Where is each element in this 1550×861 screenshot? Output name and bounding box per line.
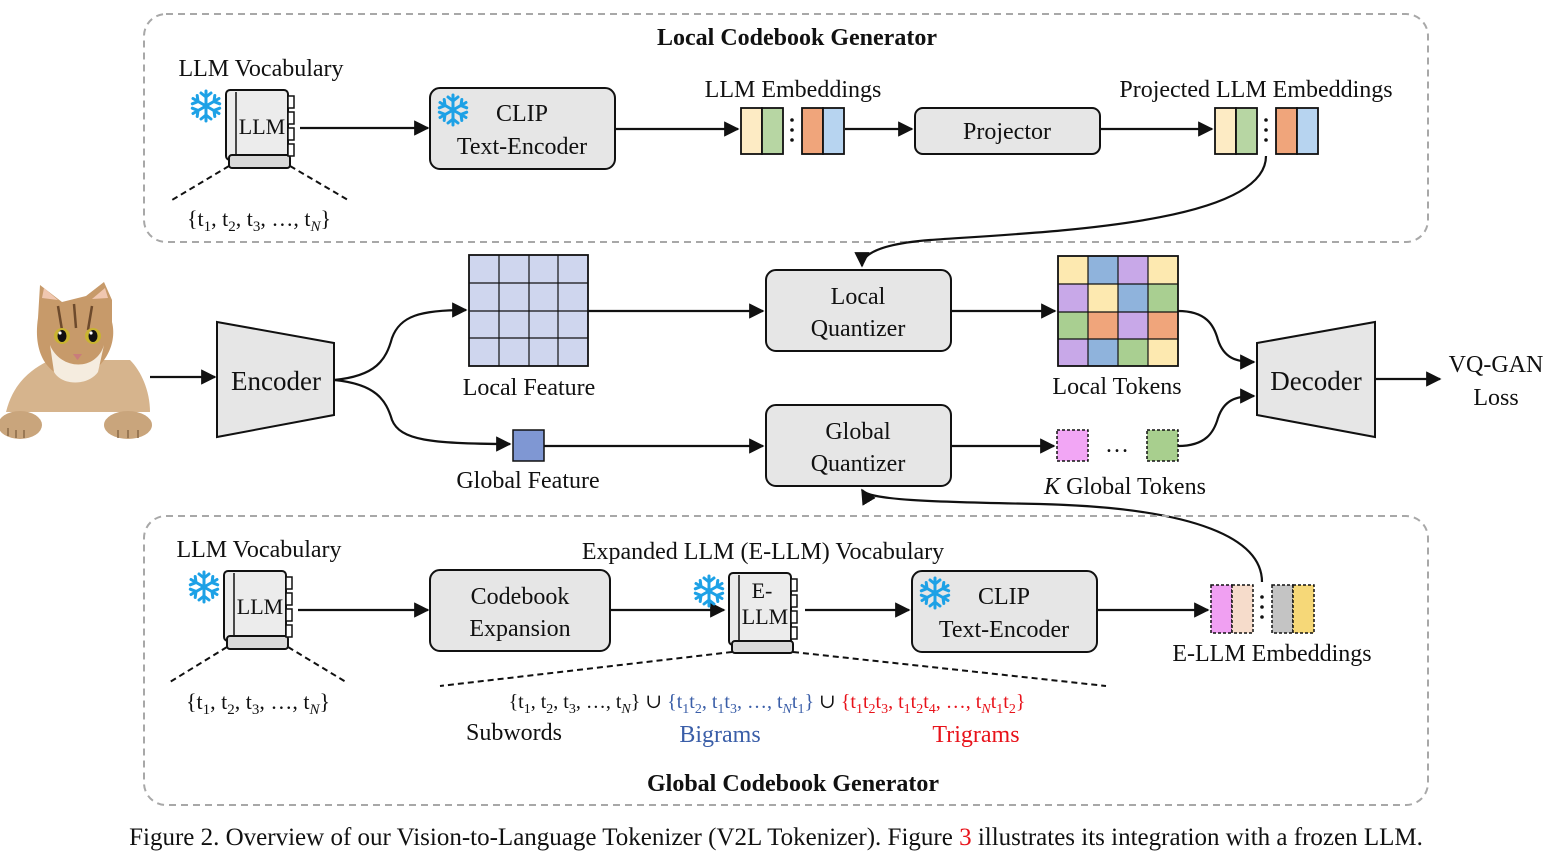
global-quantizer-line2: Quantizer (811, 451, 906, 477)
e-llm-line1: E- (752, 578, 773, 603)
local-token-set: {t1, t2, t3, …, tN} (187, 206, 331, 235)
local-feature-grid (468, 254, 589, 367)
llm-embeddings-label: LLM Embeddings (705, 77, 882, 103)
book-label: LLM (239, 114, 285, 139)
loss-line2: Loss (1473, 385, 1518, 411)
global-clip-line2: Text-Encoder (939, 617, 1069, 643)
global-tokens-ellipsis: … (1105, 432, 1129, 458)
ngram-sets: {t1, t2, t3, …, tN} ∪ {t1t2, t1t3, …, tN… (509, 691, 1026, 717)
local-clip-line1: CLIP (496, 101, 548, 127)
snowflake-icon (188, 570, 220, 604)
local-tokens-grid (1057, 255, 1179, 367)
e-llm-embeddings-label: E-LLM Embeddings (1172, 641, 1371, 667)
global-token-last (1146, 429, 1179, 462)
projector-label: Projector (963, 119, 1051, 145)
book-icon (225, 89, 295, 169)
snowflake-icon (693, 574, 725, 608)
global-token-first (1056, 429, 1089, 462)
global-clip-line1: CLIP (978, 584, 1030, 610)
global-generator-title: Global Codebook Generator (647, 771, 939, 797)
local-generator-title: Local Codebook Generator (657, 25, 937, 51)
projected-embeddings (1214, 107, 1319, 155)
snowflake-icon (190, 89, 222, 123)
local-clip-line2: Text-Encoder (457, 134, 587, 160)
global-token-set: {t1, t2, t3, …, tN} (186, 689, 330, 718)
llm-embeddings (740, 107, 845, 155)
global-clip-encoder (911, 570, 1098, 653)
bigrams-label: Bigrams (679, 722, 760, 748)
expansion-line2: Expansion (469, 616, 570, 642)
figure-caption: Figure 2. Overview of our Vision-to-Lang… (129, 824, 1423, 851)
loss-line1: VQ-GAN (1449, 352, 1544, 378)
e-llm-line2: LLM (742, 604, 788, 629)
global-generator-frame (143, 515, 1429, 806)
figure-ref-link: 3 (959, 824, 972, 851)
local-vocab-label: LLM Vocabulary (178, 56, 343, 82)
projector-box (914, 107, 1101, 155)
e-llm-book-icon (728, 572, 798, 654)
global-feature (512, 429, 545, 462)
local-generator-frame (143, 13, 1429, 243)
cat-image (0, 282, 152, 439)
decoder-label: Decoder (1270, 366, 1361, 396)
book-icon (223, 570, 293, 650)
e-llm-embeddings (1210, 584, 1315, 634)
global-feature-label: Global Feature (456, 468, 599, 494)
encoder-block (216, 320, 335, 439)
global-vocab-label: LLM Vocabulary (176, 537, 341, 563)
expansion-line1: Codebook (471, 584, 570, 610)
global-tokens-label: K Global Tokens (1043, 474, 1206, 500)
subwords-label: Subwords (466, 720, 562, 746)
local-quantizer-line1: Local (831, 284, 886, 310)
local-quantizer-line2: Quantizer (811, 316, 906, 342)
expanded-vocab-label: Expanded LLM (E-LLM) Vocabulary (582, 539, 944, 565)
encoder-label: Encoder (231, 366, 321, 396)
projected-embeddings-label: Projected LLM Embeddings (1119, 77, 1392, 103)
local-feature-label: Local Feature (463, 375, 596, 401)
trigrams-label: Trigrams (932, 722, 1019, 748)
local-tokens-label: Local Tokens (1052, 374, 1181, 400)
global-quantizer-line1: Global (825, 419, 891, 445)
decoder-block (1256, 320, 1376, 439)
book-label: LLM (237, 594, 283, 619)
